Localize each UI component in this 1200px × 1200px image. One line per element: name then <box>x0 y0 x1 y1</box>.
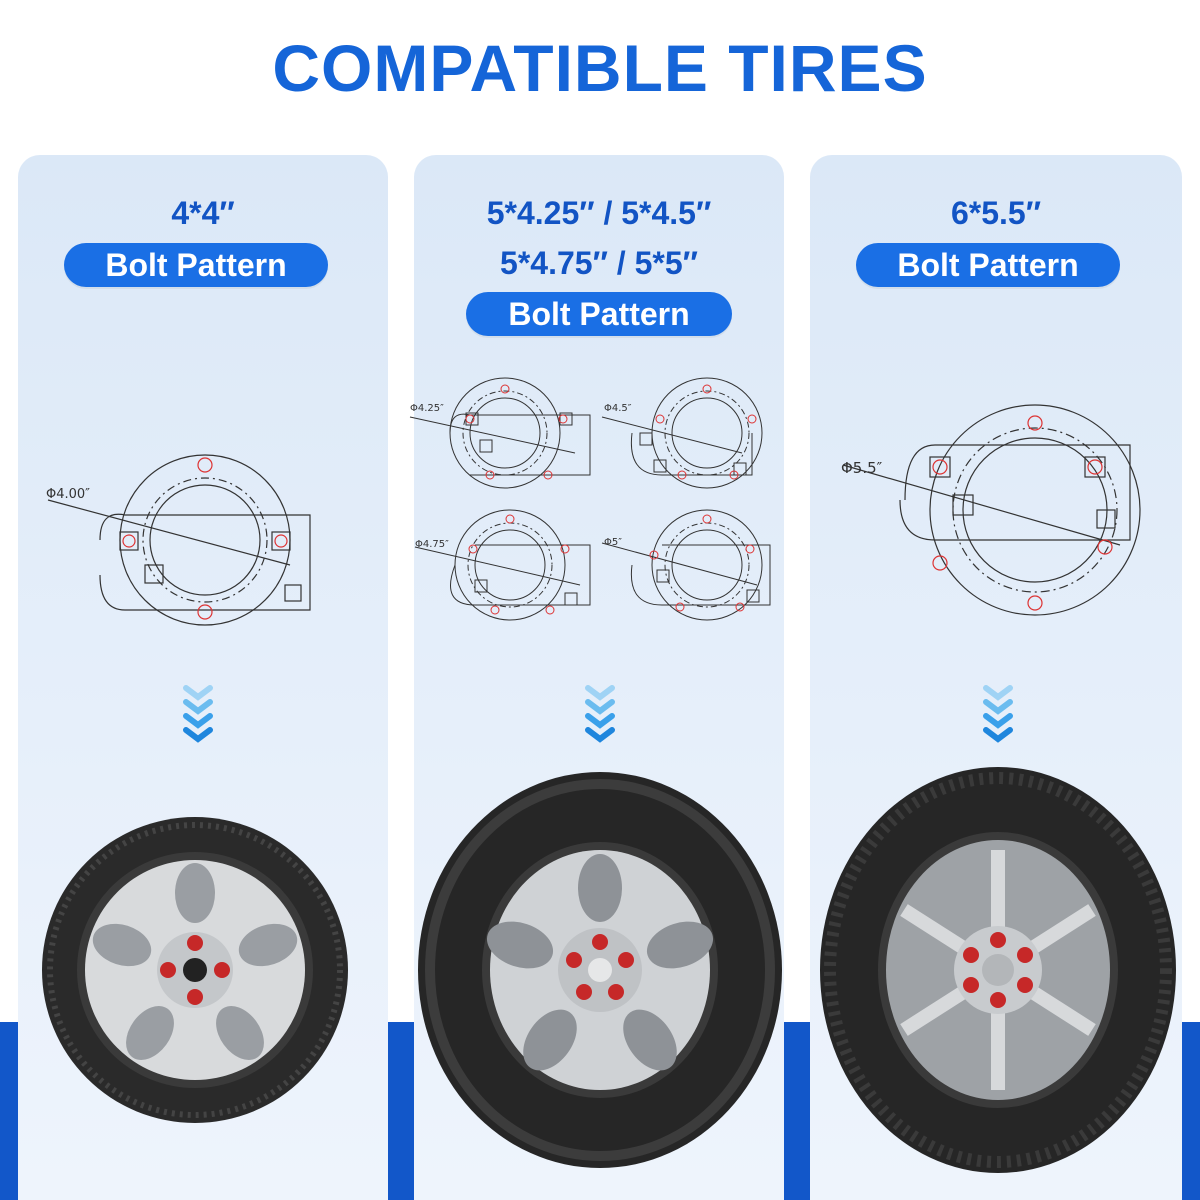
bolt-pattern-drawing-4.5: Φ4.5″ <box>601 377 763 489</box>
down-chevrons-icon <box>585 685 615 743</box>
bolt-pattern-badge: Bolt Pattern <box>64 243 328 287</box>
tire-wheel-image-6-lug <box>820 767 1176 1173</box>
bolt-pattern-drawing-4.25: Φ4.25″ <box>409 377 591 489</box>
diameter-label: Φ4.00″ <box>46 487 90 502</box>
diameter-label: Φ4.75″ <box>415 539 449 550</box>
down-chevrons-icon <box>183 685 213 743</box>
bolt-pattern-badge: Bolt Pattern <box>466 292 732 336</box>
page-title: COMPATIBLE TIRES <box>272 31 928 105</box>
bolt-size: 5*4.75″ / 5*5″ <box>500 245 698 281</box>
tire-wheel-image-5-lug <box>418 772 782 1168</box>
tire-wheel-image-4-lug <box>42 817 348 1123</box>
diameter-label: Φ5″ <box>604 537 622 548</box>
bolt-pattern-drawing-4.75: Φ4.75″ <box>414 509 591 621</box>
diameter-label: Φ5.5″ <box>841 459 883 477</box>
down-chevrons-icon <box>983 685 1013 743</box>
bolt-pattern-drawing-5: Φ5″ <box>601 509 771 621</box>
diameter-label: Φ4.5″ <box>604 403 632 414</box>
bolt-pattern-drawing-4-lug: Φ4.00″ <box>46 454 311 626</box>
bolt-pattern-drawing-6-lug: Φ5.5″ <box>841 404 1141 616</box>
diameter-label: Φ4.25″ <box>410 403 444 414</box>
bolt-pattern-badge: Bolt Pattern <box>856 243 1120 287</box>
bolt-size: 6*5.5″ <box>950 195 1042 231</box>
bolt-size: 5*4.25″ / 5*4.5″ <box>486 195 712 231</box>
bolt-size: 4*4″ <box>171 195 235 231</box>
